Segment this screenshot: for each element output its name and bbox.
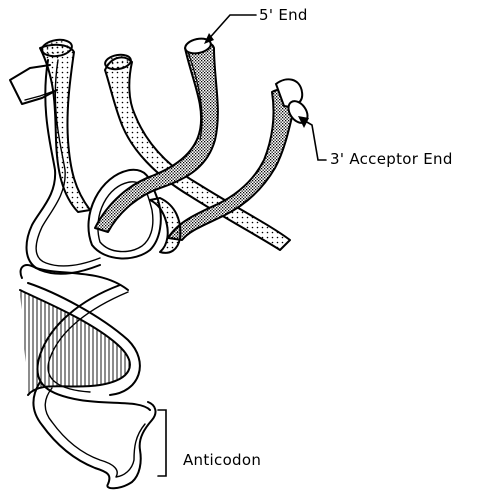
anticodon-loop [34, 382, 156, 488]
anticodon-stem-strand-a [20, 290, 130, 395]
three-prime-acceptor-end-label: 3' Acceptor End [330, 150, 453, 168]
anticodon-label: Anticodon [183, 451, 261, 469]
five-prime-end-label: 5' End [259, 6, 308, 24]
anticodon-bracket [158, 410, 166, 476]
five-prime-leader [206, 15, 256, 42]
